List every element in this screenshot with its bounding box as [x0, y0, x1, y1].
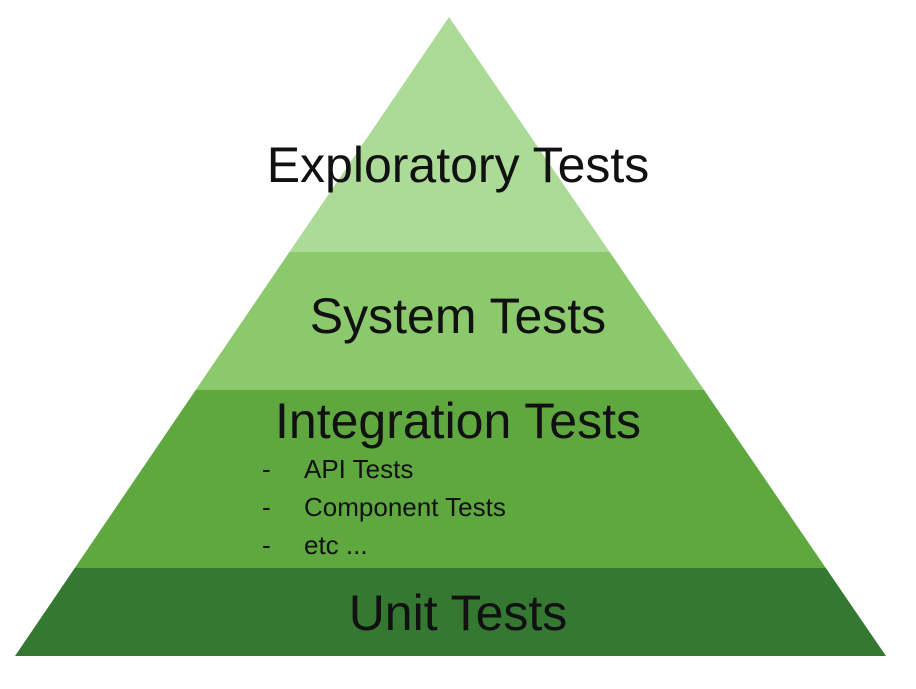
list-item: -etc ...	[262, 530, 368, 560]
list-item: -Component Tests	[262, 492, 506, 522]
exploratory-tests-label: Exploratory Tests	[266, 137, 650, 193]
system-tests-label: System Tests	[309, 288, 607, 344]
layer-unit	[15, 568, 886, 656]
list-item: -API Tests	[262, 454, 414, 484]
layer-exploratory	[15, 17, 886, 252]
integration-tests-label: Integration Tests	[275, 393, 641, 449]
unit-tests-label: Unit Tests	[348, 585, 568, 641]
